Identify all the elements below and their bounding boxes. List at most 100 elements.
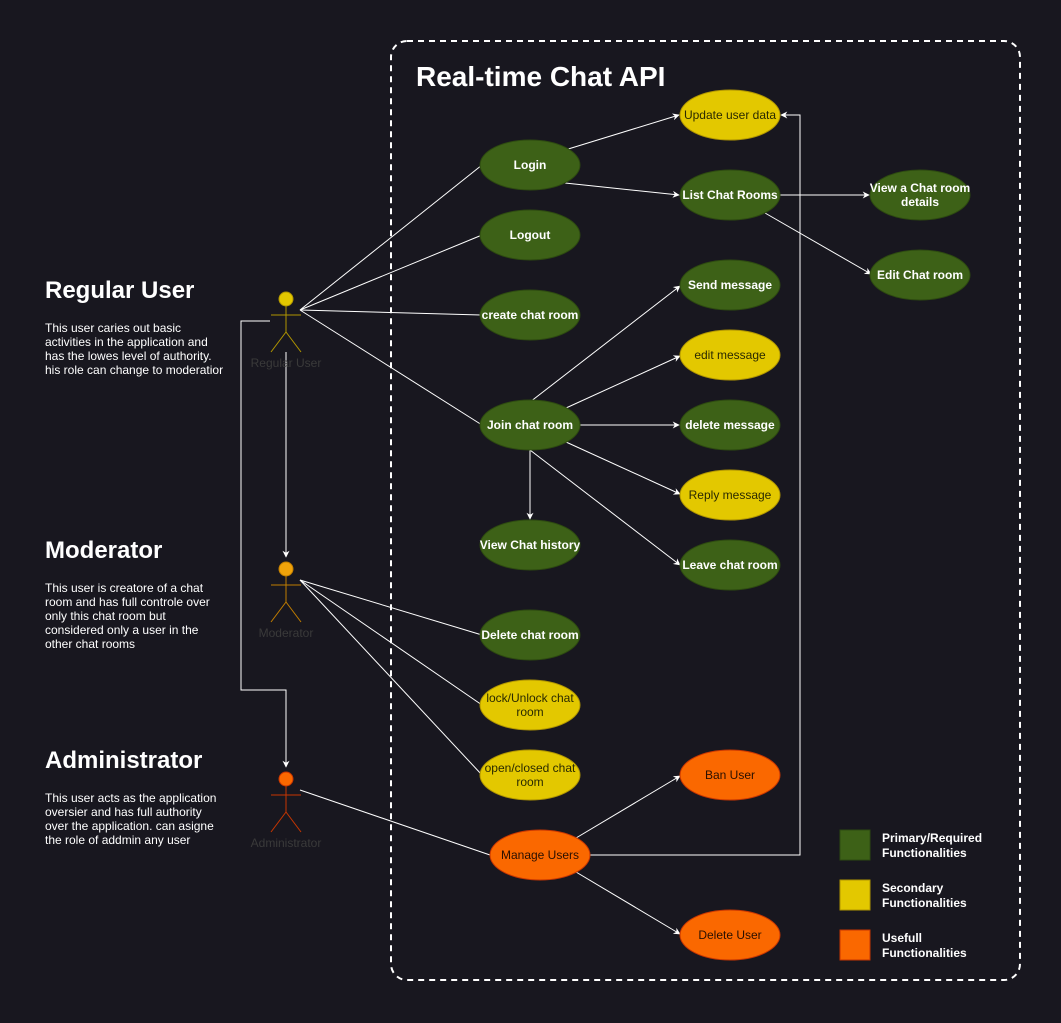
usecase-label: View Chat history	[480, 538, 581, 552]
actor-moderator: Moderator	[259, 561, 314, 640]
desc-line: his role can change to moderatior	[45, 363, 223, 377]
usecase-label: Login	[514, 158, 547, 172]
edge-list-edit-chat-room	[764, 212, 872, 275]
heading-moderator: Moderator	[45, 537, 162, 564]
usecase-list-chat-rooms: List Chat Rooms	[679, 169, 781, 221]
usecase-label: Update user data	[684, 108, 776, 122]
desc-line: room and has full controle over	[45, 595, 210, 609]
usecase-view-chat-room-details: View a Chat room details	[869, 169, 971, 221]
legend-swatch-orange	[839, 929, 871, 961]
usecase-label: open/closed chat	[485, 761, 576, 775]
edge-join-send-message	[529, 285, 681, 403]
usecase-join-chat-room: Join chat room	[479, 399, 581, 451]
desc-line: This user acts as the application	[45, 791, 216, 805]
usecase-label: Join chat room	[487, 418, 573, 432]
usecase-label: Leave chat room	[682, 558, 777, 572]
desc-line: This user caries out basic	[45, 321, 181, 335]
usecase-ban-user: Ban User	[679, 749, 781, 801]
edge-manage-delete-user	[575, 871, 681, 935]
legend-label: Secondary	[882, 881, 944, 895]
usecase-logout: Logout	[479, 209, 581, 261]
legend-item-useful: Usefull Functionalities	[839, 929, 967, 961]
usecase-leave-chat-room: Leave chat room	[679, 539, 781, 591]
usecase-label: edit message	[694, 348, 766, 362]
legend-label: Functionalities	[882, 946, 967, 960]
actor-head	[278, 291, 294, 307]
edge-moderator-open-closed	[299, 579, 483, 776]
usecase-label: Manage Users	[501, 848, 579, 862]
actor-head	[278, 771, 294, 787]
edge-join-leave-chat-room	[529, 449, 681, 566]
edge-join-reply-message	[565, 441, 681, 495]
usecase-label: delete message	[685, 418, 775, 432]
actor-head	[278, 561, 294, 577]
usecase-send-message: Send message	[679, 259, 781, 311]
legend-label: Primary/Required	[882, 831, 982, 845]
actor-regular-user: Regular User	[251, 291, 321, 370]
edge-regular-create-chat-room	[299, 309, 482, 316]
legend-label: Usefull	[882, 931, 922, 945]
heading-administrator: Administrator	[45, 747, 202, 774]
heading-regular-user: Regular User	[45, 277, 194, 304]
usecase-label: Reply message	[689, 488, 772, 502]
edge-admin-manage-users	[299, 789, 491, 856]
desc-line: oversier and has full authority	[45, 805, 202, 819]
usecase-edit-chat-room: Edit Chat room	[869, 249, 971, 301]
edge-manage-ban-user	[575, 775, 681, 839]
usecase-view-chat-history: View Chat history	[479, 519, 581, 571]
edge-regular-logout	[299, 234, 483, 311]
usecase-label: Delete User	[698, 928, 761, 942]
usecase-login: Login	[479, 139, 581, 191]
edge-manage-update-user-data	[590, 111, 801, 856]
usecase-label: Logout	[510, 228, 551, 242]
actor-moderator-label: Moderator	[259, 626, 314, 640]
desc-line: other chat rooms	[45, 637, 135, 651]
usecase-reply-message: Reply message	[679, 469, 781, 521]
actor-leg-right	[285, 601, 302, 623]
desc-line: over the application. can asigne	[45, 819, 214, 833]
actor-administrator: Administrator	[251, 771, 322, 850]
legend: Primary/Required Functionalities Seconda…	[839, 829, 982, 961]
edge-moderator-lock-unlock	[299, 579, 483, 706]
usecase-label: Edit Chat room	[877, 268, 963, 282]
legend-swatch-yellow	[839, 879, 871, 911]
edge-login-update-user-data	[564, 113, 680, 151]
usecase-label: Delete chat room	[481, 628, 578, 642]
usecase-delete-user: Delete User	[679, 909, 781, 961]
edge-join-edit-message	[565, 355, 681, 409]
actor-description-administrator: Administrator This user acts as the appl…	[45, 747, 216, 847]
edges	[240, 111, 872, 935]
legend-swatch-green	[839, 829, 871, 861]
actor-leg-left	[270, 811, 287, 833]
usecase-label: Send message	[688, 278, 772, 292]
usecase-label: Ban User	[705, 768, 755, 782]
system-boundary	[390, 40, 1021, 981]
usecase-create-chat-room: create chat room	[479, 289, 581, 341]
desc-line: activities in the application and	[45, 335, 208, 349]
desc-line: considered only a user in the	[45, 623, 199, 637]
actor-leg-right	[285, 811, 302, 833]
usecase-label: create chat room	[482, 308, 579, 322]
edge-regular-login	[299, 164, 483, 311]
desc-line: has the lowes level of authority.	[45, 349, 212, 363]
usecase-delete-message: delete message	[679, 399, 781, 451]
usecase-label: room	[516, 775, 543, 789]
actor-administrator-label: Administrator	[251, 836, 322, 850]
legend-item-secondary: Secondary Functionalities	[839, 879, 967, 911]
usecase-lock-unlock-chat-room: lock/Unlock chat room	[479, 679, 581, 731]
actor-leg-left	[270, 331, 287, 353]
usecase-label: List Chat Rooms	[682, 188, 778, 202]
usecase-label: details	[901, 195, 939, 209]
usecase-edit-message: edit message	[679, 329, 781, 381]
edge-login-list-chat-rooms	[564, 182, 680, 198]
actor-leg-left	[270, 601, 287, 623]
diagram-title: Real-time Chat API	[416, 61, 665, 92]
legend-item-primary: Primary/Required Functionalities	[839, 829, 982, 861]
usecase-label: room	[516, 705, 543, 719]
actor-description-regular: Regular User This user caries out basic …	[45, 277, 223, 377]
usecase-label: lock/Unlock chat	[486, 691, 574, 705]
desc-line: only this chat room but	[45, 609, 166, 623]
usecase-update-user-data: Update user data	[679, 89, 781, 141]
actor-description-moderator: Moderator This user is creatore of a cha…	[45, 537, 210, 651]
